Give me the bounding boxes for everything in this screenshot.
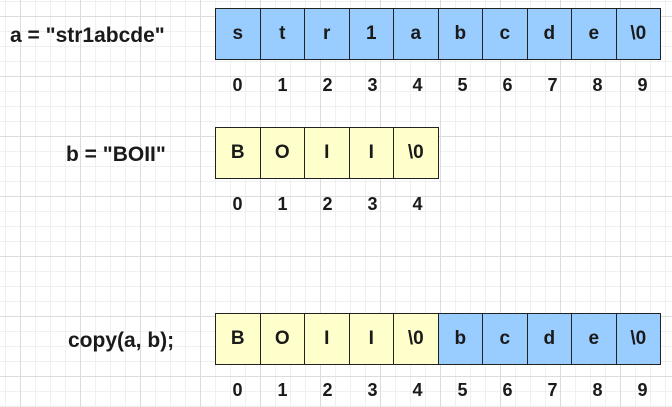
string-b-indices: 0 1 2 3 4 bbox=[215, 193, 440, 215]
index-label: 4 bbox=[412, 194, 423, 214]
char-cell: d bbox=[527, 314, 572, 364]
index-label: 2 bbox=[322, 75, 333, 95]
char-cell: s bbox=[216, 9, 261, 59]
char-cell: \0 bbox=[616, 9, 661, 59]
index-label: 7 bbox=[547, 75, 558, 95]
char-cell: I bbox=[349, 128, 394, 178]
char-cell: O bbox=[260, 128, 305, 178]
char-cell: d bbox=[527, 9, 572, 59]
char-cell: t bbox=[260, 9, 305, 59]
char-cell: r bbox=[305, 9, 350, 59]
index-label: 2 bbox=[322, 380, 333, 400]
index-label: 9 bbox=[637, 380, 648, 400]
index-label: 3 bbox=[367, 75, 378, 95]
index-label: 8 bbox=[592, 75, 603, 95]
string-a-indices: 0 1 2 3 4 5 6 7 8 9 bbox=[215, 74, 665, 96]
char-cell: \0 bbox=[394, 128, 439, 178]
index-label: 5 bbox=[457, 380, 468, 400]
index-label: 1 bbox=[277, 194, 288, 214]
char-cell: a bbox=[394, 9, 439, 59]
index-label: 3 bbox=[367, 380, 378, 400]
char-cell: B bbox=[216, 128, 261, 178]
string-a-label: a = "str1abcde" bbox=[10, 24, 165, 47]
char-cell: b bbox=[438, 9, 483, 59]
index-label: 9 bbox=[637, 75, 648, 95]
char-cell: I bbox=[349, 314, 394, 364]
index-label: 7 bbox=[547, 380, 558, 400]
char-cell: \0 bbox=[394, 314, 439, 364]
index-label: 8 bbox=[592, 380, 603, 400]
index-label: 2 bbox=[322, 194, 333, 214]
index-label: 0 bbox=[232, 194, 243, 214]
char-cell: I bbox=[305, 128, 350, 178]
char-cell: 1 bbox=[349, 9, 394, 59]
index-label: 5 bbox=[457, 75, 468, 95]
index-label: 4 bbox=[412, 380, 423, 400]
char-cell: c bbox=[483, 314, 528, 364]
copy-result-indices: 0 1 2 3 4 5 6 7 8 9 bbox=[215, 379, 665, 401]
index-label: 6 bbox=[502, 75, 513, 95]
index-label: 6 bbox=[502, 380, 513, 400]
char-cell: e bbox=[572, 9, 617, 59]
index-label: 4 bbox=[412, 75, 423, 95]
index-label: 0 bbox=[232, 75, 243, 95]
char-cell: B bbox=[216, 314, 261, 364]
index-label: 0 bbox=[232, 380, 243, 400]
copy-call-label: copy(a, b); bbox=[68, 329, 175, 352]
char-cell: e bbox=[572, 314, 617, 364]
char-cell: O bbox=[260, 314, 305, 364]
string-b-label: b = "BOII" bbox=[66, 143, 166, 166]
index-label: 1 bbox=[277, 380, 288, 400]
index-label: 3 bbox=[367, 194, 378, 214]
char-cell: b bbox=[438, 314, 483, 364]
char-cell: I bbox=[305, 314, 350, 364]
char-cell: c bbox=[483, 9, 528, 59]
index-label: 1 bbox=[277, 75, 288, 95]
char-cell: \0 bbox=[616, 314, 661, 364]
